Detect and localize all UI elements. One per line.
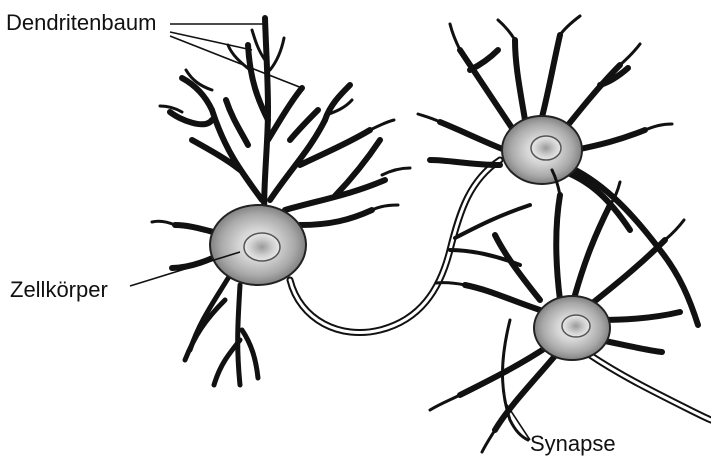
- dendrites-left-lower: [185, 275, 258, 385]
- label-zellkoerper: Zellkörper: [10, 279, 108, 301]
- axon-left: [290, 160, 530, 333]
- nucleus-bottom-right: [562, 315, 590, 337]
- nucleus-top-right: [531, 136, 561, 160]
- nucleus-left: [244, 233, 280, 261]
- label-dendritenbaum: Dendritenbaum: [6, 12, 156, 34]
- label-synapse: Synapse: [530, 433, 616, 455]
- neuron-bottom-right: [430, 170, 711, 452]
- leader-synapse: [505, 402, 530, 440]
- dendrites-top-right: [430, 35, 698, 325]
